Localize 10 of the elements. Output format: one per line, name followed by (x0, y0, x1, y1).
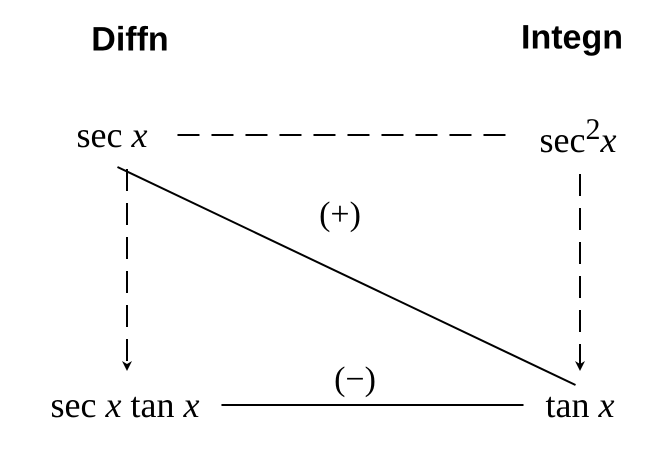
connector-line (221, 404, 524, 406)
arrow (575, 174, 585, 371)
connector-line (117, 166, 576, 386)
column-heading: Diffn (91, 20, 169, 60)
column-heading: Integn (521, 18, 623, 58)
math-expression: sec$^{2}$x (540, 110, 616, 160)
math-expression: tan x (546, 385, 614, 425)
arrow (122, 169, 132, 371)
math-expression: sec x tan x (50, 385, 200, 425)
math-expression: sec x (76, 115, 148, 155)
